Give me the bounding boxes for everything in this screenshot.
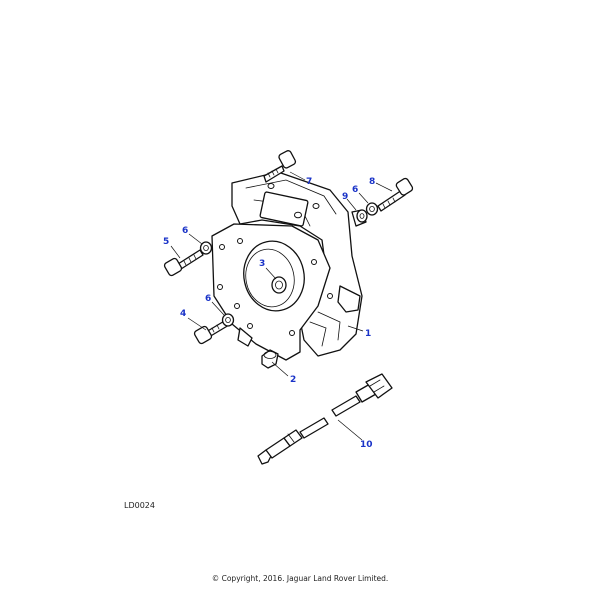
callout-6-upper: 6	[352, 185, 358, 195]
callouts: 1 2 3 4 5 6 6 6 7 8 9 10	[163, 177, 375, 450]
bolt-part-5	[163, 249, 204, 277]
washer-part-6-mid	[199, 241, 213, 255]
callout-6-lower: 6	[205, 294, 211, 304]
callout-5: 5	[163, 237, 169, 247]
spacer-part-9	[351, 209, 368, 227]
bolt-part-7	[263, 150, 297, 183]
callout-1: 1	[365, 329, 371, 339]
callout-3: 3	[259, 259, 265, 269]
leader-lines	[170, 171, 393, 441]
copyright-notice: © Copyright, 2016. Jaguar Land Rover Lim…	[211, 574, 389, 583]
callout-6-mid: 6	[182, 226, 188, 236]
callout-7: 7	[306, 177, 312, 187]
callout-9: 9	[342, 192, 348, 202]
callout-2: 2	[290, 375, 296, 385]
callout-4: 4	[180, 309, 186, 319]
callout-10: 10	[360, 440, 373, 450]
callout-8: 8	[369, 177, 375, 187]
diagram-reference-code: LD0024	[124, 501, 155, 510]
bolt-part-8	[377, 177, 414, 212]
housing-assembly	[211, 171, 363, 361]
sensor-part-10	[257, 373, 393, 465]
washer-part-6-upper	[365, 202, 379, 216]
washer-part-6-lower	[221, 313, 235, 327]
